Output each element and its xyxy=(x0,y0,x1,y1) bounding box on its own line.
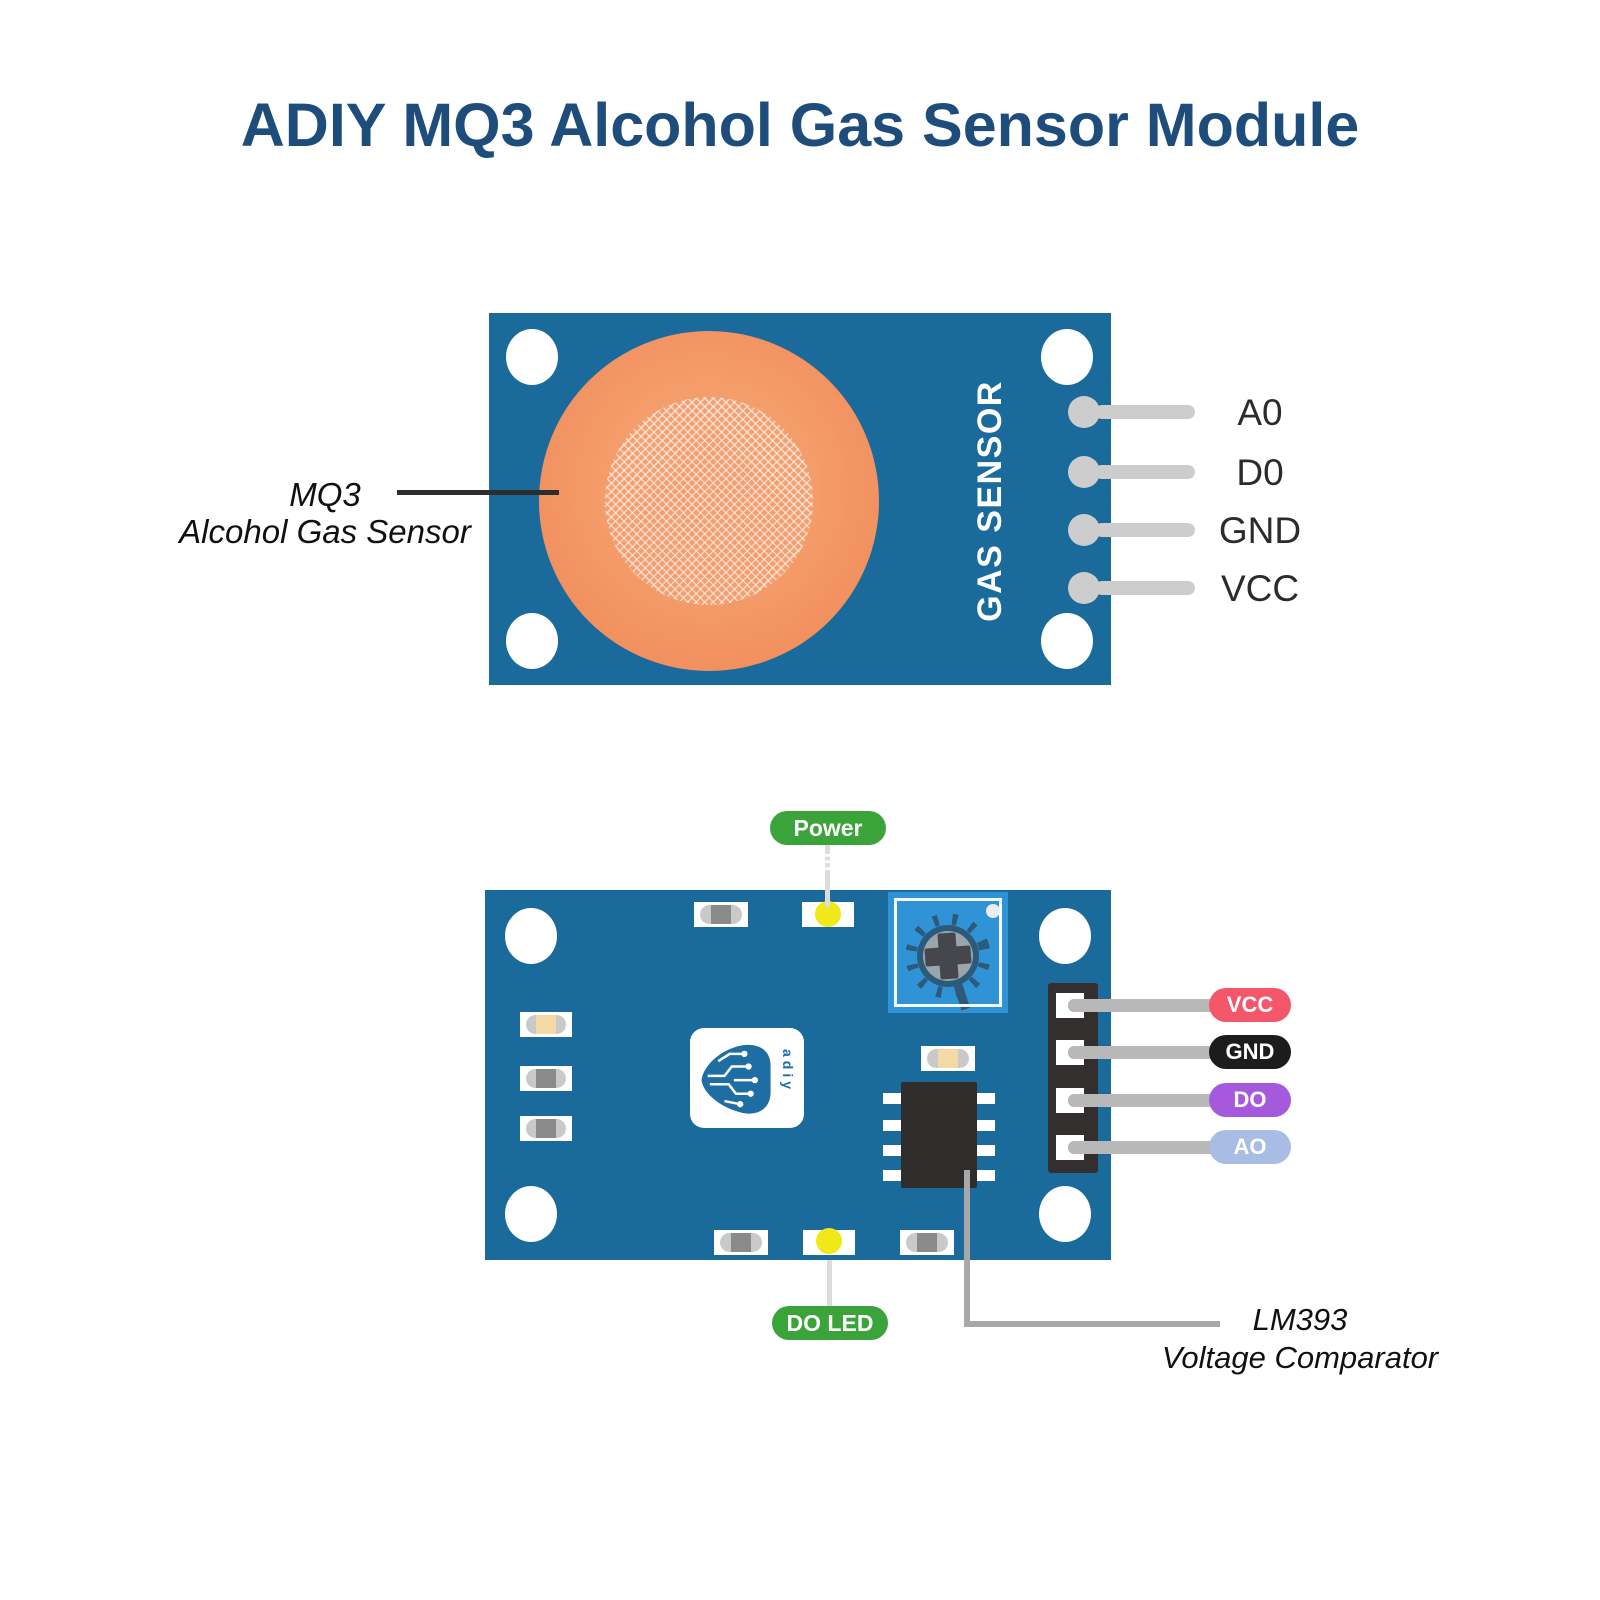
pin-label-vcc: VCC xyxy=(1220,568,1300,609)
smd-core xyxy=(536,1015,556,1034)
pin-label-gnd: GND xyxy=(1218,510,1302,551)
ic-pin xyxy=(883,1170,903,1181)
adiy-logo: adiy xyxy=(690,1028,804,1128)
smd-body xyxy=(906,1233,948,1252)
mounting-hole xyxy=(506,329,558,385)
pin-wire xyxy=(1095,581,1195,595)
front-pcb-board xyxy=(489,313,1111,685)
pin-label-d0: D0 xyxy=(1236,452,1284,493)
mounting-hole xyxy=(1041,329,1093,385)
ic-pin xyxy=(883,1093,903,1104)
mounting-hole xyxy=(506,613,558,669)
solder-pad xyxy=(1068,456,1100,488)
smd-resistor xyxy=(900,1230,954,1255)
smd-core xyxy=(730,1233,752,1252)
mq3-sensor-callout: MQ3 Alcohol Gas Sensor xyxy=(160,476,490,550)
smd-core xyxy=(710,905,732,924)
solder-pad xyxy=(1068,514,1100,546)
potentiometer-marker-dot xyxy=(986,904,1000,918)
pin-label-a0: A0 xyxy=(1237,392,1283,433)
mounting-hole xyxy=(1039,908,1091,964)
mq3-sensor-callout-line2: Alcohol Gas Sensor xyxy=(179,513,471,550)
pin-pill-ao: AO xyxy=(1209,1130,1291,1164)
ic-pin xyxy=(975,1120,995,1131)
do-led xyxy=(816,1228,842,1254)
pin-wire xyxy=(1068,999,1228,1012)
ic-pin xyxy=(883,1145,903,1156)
solder-pad xyxy=(1068,572,1100,604)
smd-core xyxy=(536,1069,556,1088)
solder-pad xyxy=(1068,396,1100,428)
smd-body xyxy=(526,1119,566,1138)
pin-wire xyxy=(1068,1141,1228,1154)
smd-capacitor xyxy=(520,1012,572,1037)
smd-core xyxy=(937,1049,959,1068)
adiy-logo-text: adiy xyxy=(780,1049,796,1094)
lm393-callout-line-vertical xyxy=(964,1170,970,1327)
mq3-sensor-callout-line1: MQ3 xyxy=(289,476,361,513)
mounting-hole xyxy=(1039,1186,1091,1242)
pin-wire xyxy=(1095,523,1195,537)
lm393-callout: LM393 Voltage Comparator xyxy=(1130,1301,1470,1377)
mq3-callout-line xyxy=(397,490,559,495)
lm393-callout-line2: Voltage Comparator xyxy=(1161,1340,1439,1375)
trim-potentiometer xyxy=(888,892,1008,1013)
mq3-sensor-body xyxy=(539,331,879,671)
do-led-badge: DO LED xyxy=(772,1306,888,1340)
smd-resistor xyxy=(714,1230,768,1255)
pin-wire xyxy=(1095,405,1195,419)
smd-core xyxy=(916,1233,938,1252)
power-led-badge: Power LED xyxy=(770,811,886,875)
pin-pill-vcc: VCC xyxy=(1209,988,1291,1022)
board-silkscreen-text: GAS SENSOR xyxy=(971,380,1009,622)
power-led-callout-line xyxy=(825,845,830,907)
do-led-callout-line xyxy=(827,1260,832,1308)
potentiometer-frame xyxy=(894,898,1002,1007)
smd-capacitor xyxy=(921,1046,975,1071)
smd-body xyxy=(526,1015,566,1034)
potentiometer-screw-icon xyxy=(905,913,991,1011)
ic-pin xyxy=(883,1120,903,1131)
mounting-hole xyxy=(505,908,557,964)
mounting-hole xyxy=(505,1186,557,1242)
ic-pin xyxy=(975,1145,995,1156)
smd-body xyxy=(720,1233,762,1252)
mounting-hole xyxy=(1041,613,1093,669)
pin-pill-gnd: GND xyxy=(1209,1035,1291,1069)
ic-pin xyxy=(975,1093,995,1104)
smd-body xyxy=(700,905,742,924)
lm393-callout-line-horizontal xyxy=(964,1321,1220,1327)
lm393-callout-line1: LM393 xyxy=(1252,1302,1348,1337)
smd-resistor xyxy=(520,1066,572,1091)
smd-resistor xyxy=(520,1116,572,1141)
smd-resistor xyxy=(694,902,748,927)
ic-pin xyxy=(975,1170,995,1181)
pin-wire xyxy=(1068,1046,1228,1059)
pin-wire xyxy=(1095,465,1195,479)
pin-pill-do: DO xyxy=(1209,1083,1291,1117)
smd-core xyxy=(536,1119,556,1138)
smd-body xyxy=(927,1049,969,1068)
smd-body xyxy=(526,1069,566,1088)
mq3-sensor-mesh xyxy=(605,397,813,605)
page-title: ADIY MQ3 Alcohol Gas Sensor Module xyxy=(240,91,1360,159)
adiy-brain-icon xyxy=(701,1044,771,1114)
pin-wire xyxy=(1068,1094,1228,1107)
